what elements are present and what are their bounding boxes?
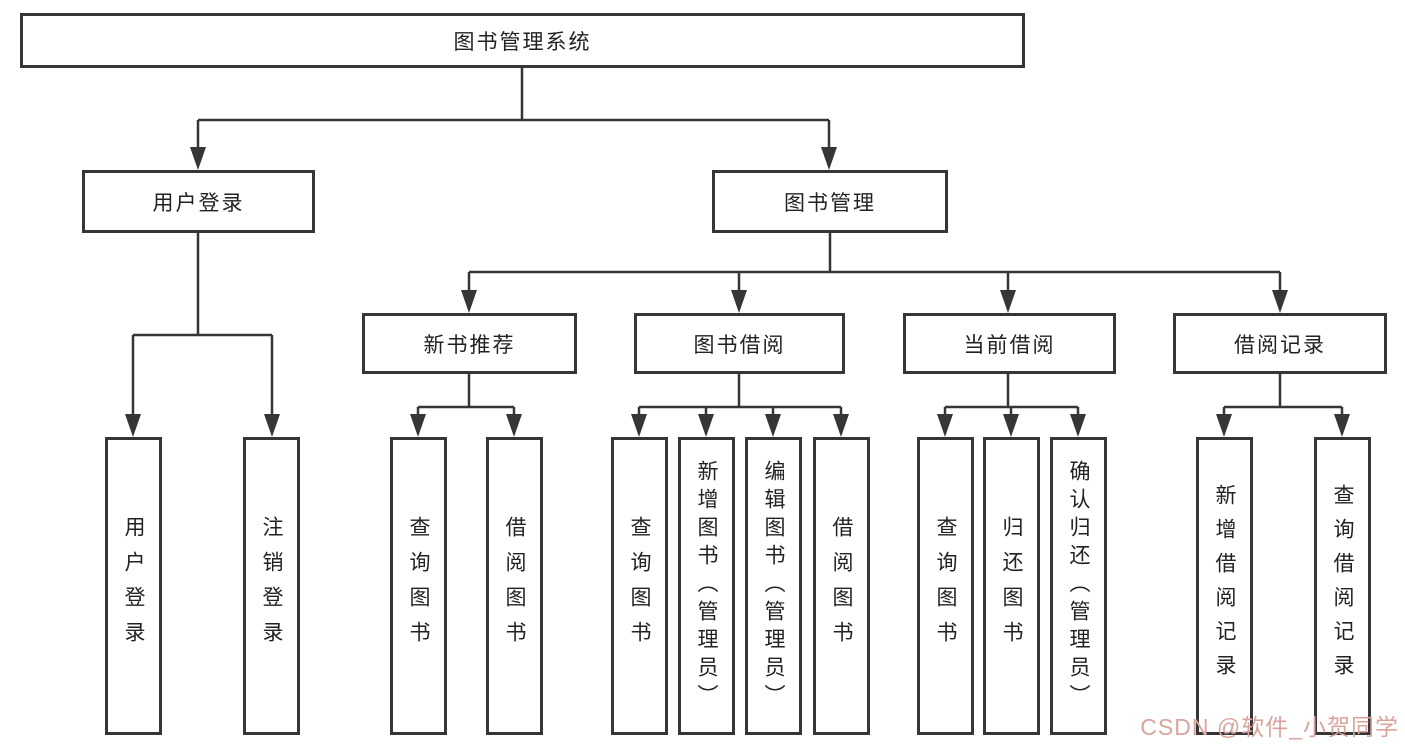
leaf-logout: 注销登录 (243, 437, 300, 735)
node-borrow-records: 借阅记录 (1173, 313, 1387, 374)
node-current-borrowing: 当前借阅 (903, 313, 1116, 374)
csdn-watermark: CSDN @软件_小贺同学 (1140, 714, 1399, 740)
leaf-borrowing-add-books-admin: 新增图书（管理员） (678, 437, 735, 735)
leaf-user-login: 用户登录 (105, 437, 162, 735)
node-book-borrowing: 图书借阅 (634, 313, 845, 374)
leaf-recommend-query-books: 查询图书 (390, 437, 447, 735)
node-new-book-recommend: 新书推荐 (362, 313, 577, 374)
leaf-records-query-borrow-record: 查询借阅记录 (1314, 437, 1371, 735)
leaf-current-return-books: 归还图书 (983, 437, 1040, 735)
node-root-library-management-system: 图书管理系统 (20, 13, 1025, 68)
node-book-management: 图书管理 (712, 170, 948, 233)
leaf-borrowing-edit-books-admin: 编辑图书（管理员） (745, 437, 802, 735)
leaf-records-add-borrow-record: 新增借阅记录 (1196, 437, 1253, 735)
node-user-login: 用户登录 (82, 170, 315, 233)
leaf-current-query-books: 查询图书 (917, 437, 974, 735)
leaf-borrowing-query-books: 查询图书 (611, 437, 668, 735)
leaf-recommend-borrow-books: 借阅图书 (486, 437, 543, 735)
arrowheads (125, 147, 1350, 437)
leaf-borrowing-borrow-books: 借阅图书 (813, 437, 870, 735)
leaf-current-confirm-return-admin: 确认归还（管理员） (1050, 437, 1107, 735)
